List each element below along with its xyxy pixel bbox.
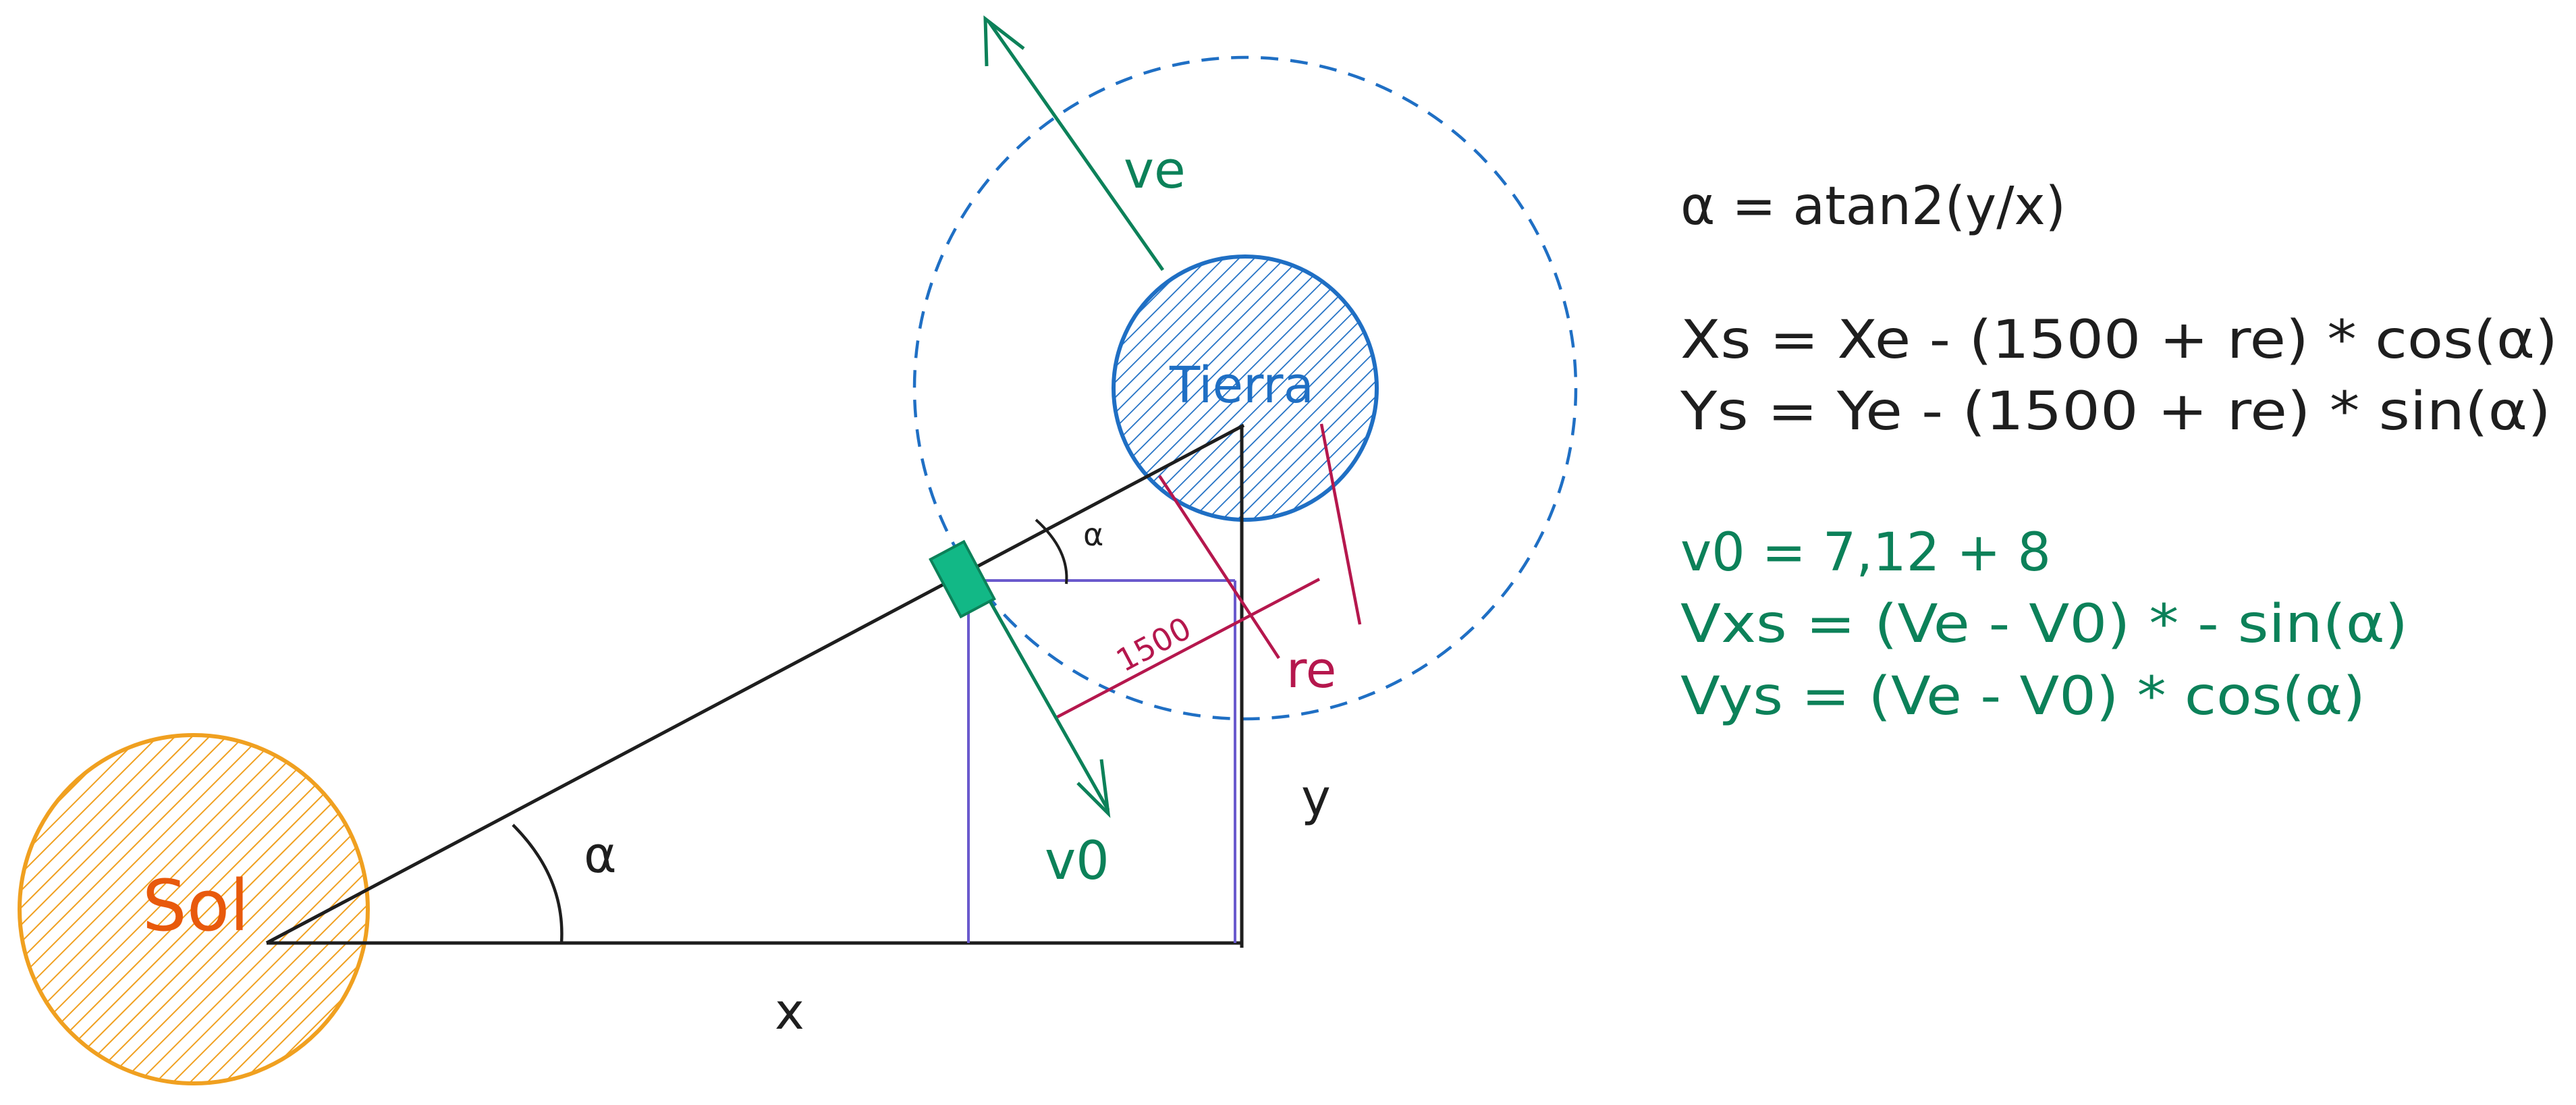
equation-xs: Xs = Xe - (1500 + re) * cos(α) xyxy=(1680,310,2558,371)
ve-label: ve xyxy=(1124,140,1186,200)
sun-label: Sol xyxy=(142,865,250,947)
equation-alpha: α = atan2(y/x) xyxy=(1680,176,2066,237)
distance-label: 1500 xyxy=(1110,610,1197,679)
earth-icon xyxy=(1112,254,1379,522)
v0-arrow xyxy=(982,589,1111,818)
earth-orbit xyxy=(912,55,1578,721)
distance-markers xyxy=(1055,423,1362,719)
earth-label: Tierra xyxy=(1169,356,1314,414)
equation-vxs: Vxs = (Ve - V0) * - sin(α) xyxy=(1680,594,2408,655)
alpha-arc-large xyxy=(512,824,564,944)
x-label: x xyxy=(775,983,804,1041)
main-triangle xyxy=(265,423,1245,948)
re-label: re xyxy=(1286,641,1336,699)
v0-label: v0 xyxy=(1045,831,1109,892)
y-label: y xyxy=(1301,769,1331,827)
alpha-label-small: α xyxy=(1083,516,1103,553)
alpha-label-large: α xyxy=(584,826,617,884)
ve-arrow xyxy=(983,15,1165,271)
alpha-arc-small xyxy=(1035,518,1068,585)
equation-vys: Vys = (Ve - V0) * cos(α) xyxy=(1680,666,2365,727)
equation-ys: Ys = Ye - (1500 + re) * sin(α) xyxy=(1680,381,2551,442)
ship-icon xyxy=(929,539,996,619)
equation-v0: v0 = 7,12 + 8 xyxy=(1680,522,2051,583)
projection-lines xyxy=(967,579,1236,943)
sun-icon xyxy=(18,733,370,1085)
equation-block: α = atan2(y/x) Xs = Xe - (1500 + re) * c… xyxy=(1680,176,2558,727)
